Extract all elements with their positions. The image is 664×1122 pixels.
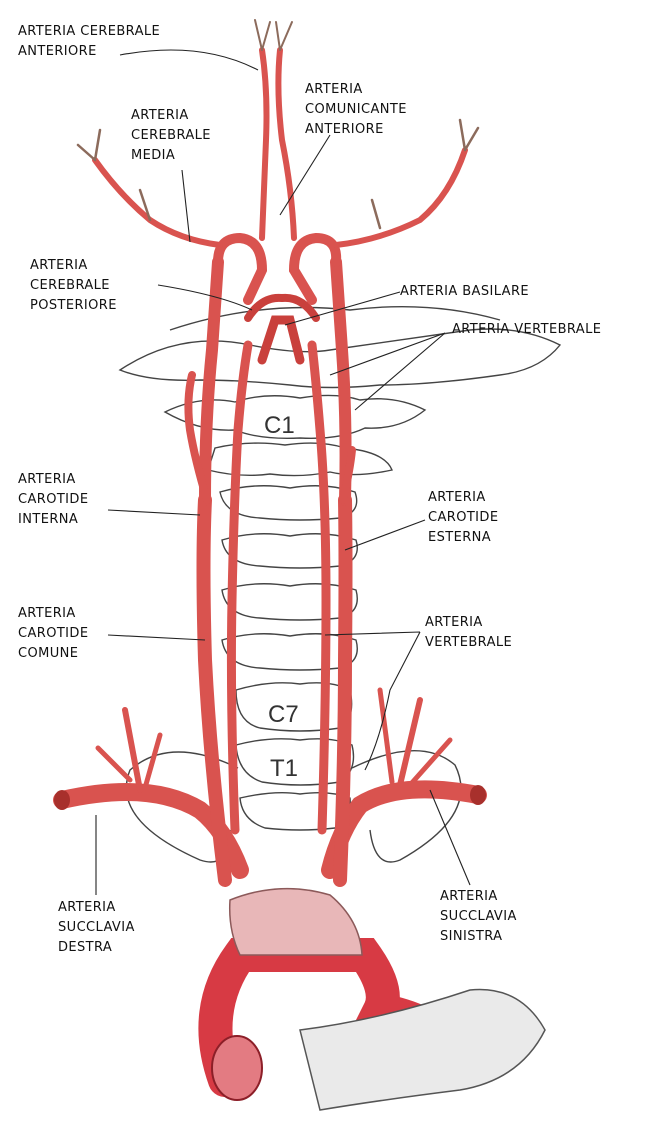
cerebrale-media-left bbox=[336, 150, 465, 245]
label-arteria-carotide-comune: ARTERIA CAROTIDE COMUNE bbox=[18, 604, 88, 664]
vertebra-label-c1: C1 bbox=[264, 412, 295, 439]
branch-l3 bbox=[380, 690, 392, 782]
leader-succlavia-sinistra bbox=[430, 790, 470, 885]
branch-r2 bbox=[98, 748, 130, 780]
vertebra-c5 bbox=[222, 584, 357, 620]
leader-cerebrale-media bbox=[182, 170, 190, 242]
leader-cerebrale-posteriore bbox=[158, 285, 252, 310]
leader-carotide-esterna bbox=[345, 520, 425, 550]
vertebra-c3 bbox=[220, 486, 357, 520]
vertebra-t2 bbox=[240, 793, 350, 830]
leader-carotide-comune bbox=[108, 635, 205, 640]
label-arteria-cerebrale-posteriore: ARTERIA CEREBRALE POSTERIORE bbox=[30, 256, 117, 316]
vertebra-c6 bbox=[222, 634, 357, 670]
carotide-comune-sinistra bbox=[340, 500, 346, 880]
label-arteria-comunicante-anteriore: ARTERIA COMUNICANTE ANTERIORE bbox=[305, 80, 407, 140]
circle-of-willis-right bbox=[218, 238, 262, 300]
label-arteria-cerebrale-media: ARTERIA CEREBRALE MEDIA bbox=[131, 106, 211, 166]
circle-of-willis-left bbox=[294, 238, 336, 300]
vertebra-label-t1: T1 bbox=[270, 755, 298, 782]
label-arteria-carotide-interna: ARTERIA CAROTIDE INTERNA bbox=[18, 470, 88, 530]
label-arteria-cerebrale-anteriore: ARTERIA CEREBRALE ANTERIORE bbox=[18, 22, 160, 62]
cerebrale-anteriore-vessel-l bbox=[278, 50, 294, 238]
label-arteria-succlavia-sinistra: ARTERIA SUCCLAVIA SINISTRA bbox=[440, 887, 517, 947]
trunk-pink bbox=[230, 889, 362, 955]
label-arteria-vertebrale-top: ARTERIA VERTEBRALE bbox=[452, 320, 601, 340]
label-arteria-basilare: ARTERIA BASILARE bbox=[400, 282, 529, 302]
label-arteria-carotide-esterna: ARTERIA CAROTIDE ESTERNA bbox=[428, 488, 498, 548]
subclavia-destra-end bbox=[54, 790, 70, 810]
branch-l1 bbox=[400, 700, 420, 785]
cerebrale-media-right bbox=[95, 160, 220, 245]
aorta-opening bbox=[212, 1036, 262, 1100]
branch-l2 bbox=[410, 740, 450, 785]
anterior-tips bbox=[255, 20, 292, 50]
subclavia-sinistra-end bbox=[470, 785, 486, 805]
leader-carotide-interna bbox=[108, 510, 200, 515]
vertebra-label-c7: C7 bbox=[268, 701, 299, 728]
descending-aorta bbox=[300, 990, 545, 1111]
vertebra-c4 bbox=[222, 534, 357, 568]
cerebrale-anteriore-vessel-r bbox=[262, 50, 267, 238]
branch-r3 bbox=[145, 735, 160, 788]
label-arteria-vertebrale-low: ARTERIA VERTEBRALE bbox=[425, 613, 512, 653]
label-arteria-succlavia-destra: ARTERIA SUCCLAVIA DESTRA bbox=[58, 898, 135, 958]
